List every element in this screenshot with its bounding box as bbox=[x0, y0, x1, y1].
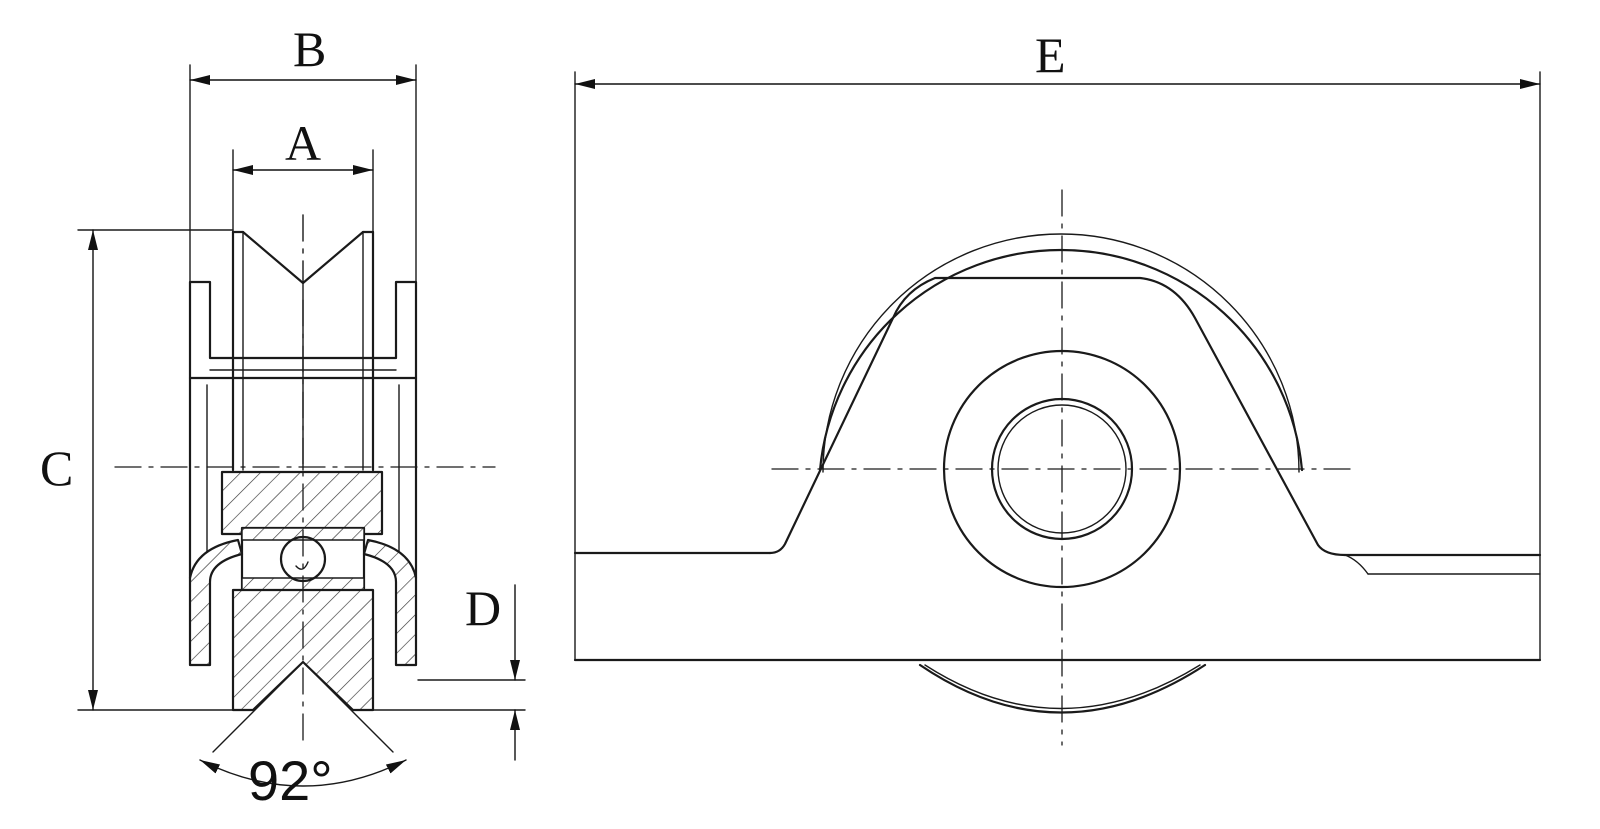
label-d: D bbox=[465, 580, 501, 636]
label-c: C bbox=[40, 440, 73, 496]
label-b: B bbox=[293, 21, 326, 77]
label-e: E bbox=[1035, 27, 1066, 83]
angle-label: 92° bbox=[248, 749, 333, 812]
label-a: A bbox=[285, 115, 321, 171]
side-section-view bbox=[77, 64, 526, 787]
front-view bbox=[573, 71, 1542, 746]
